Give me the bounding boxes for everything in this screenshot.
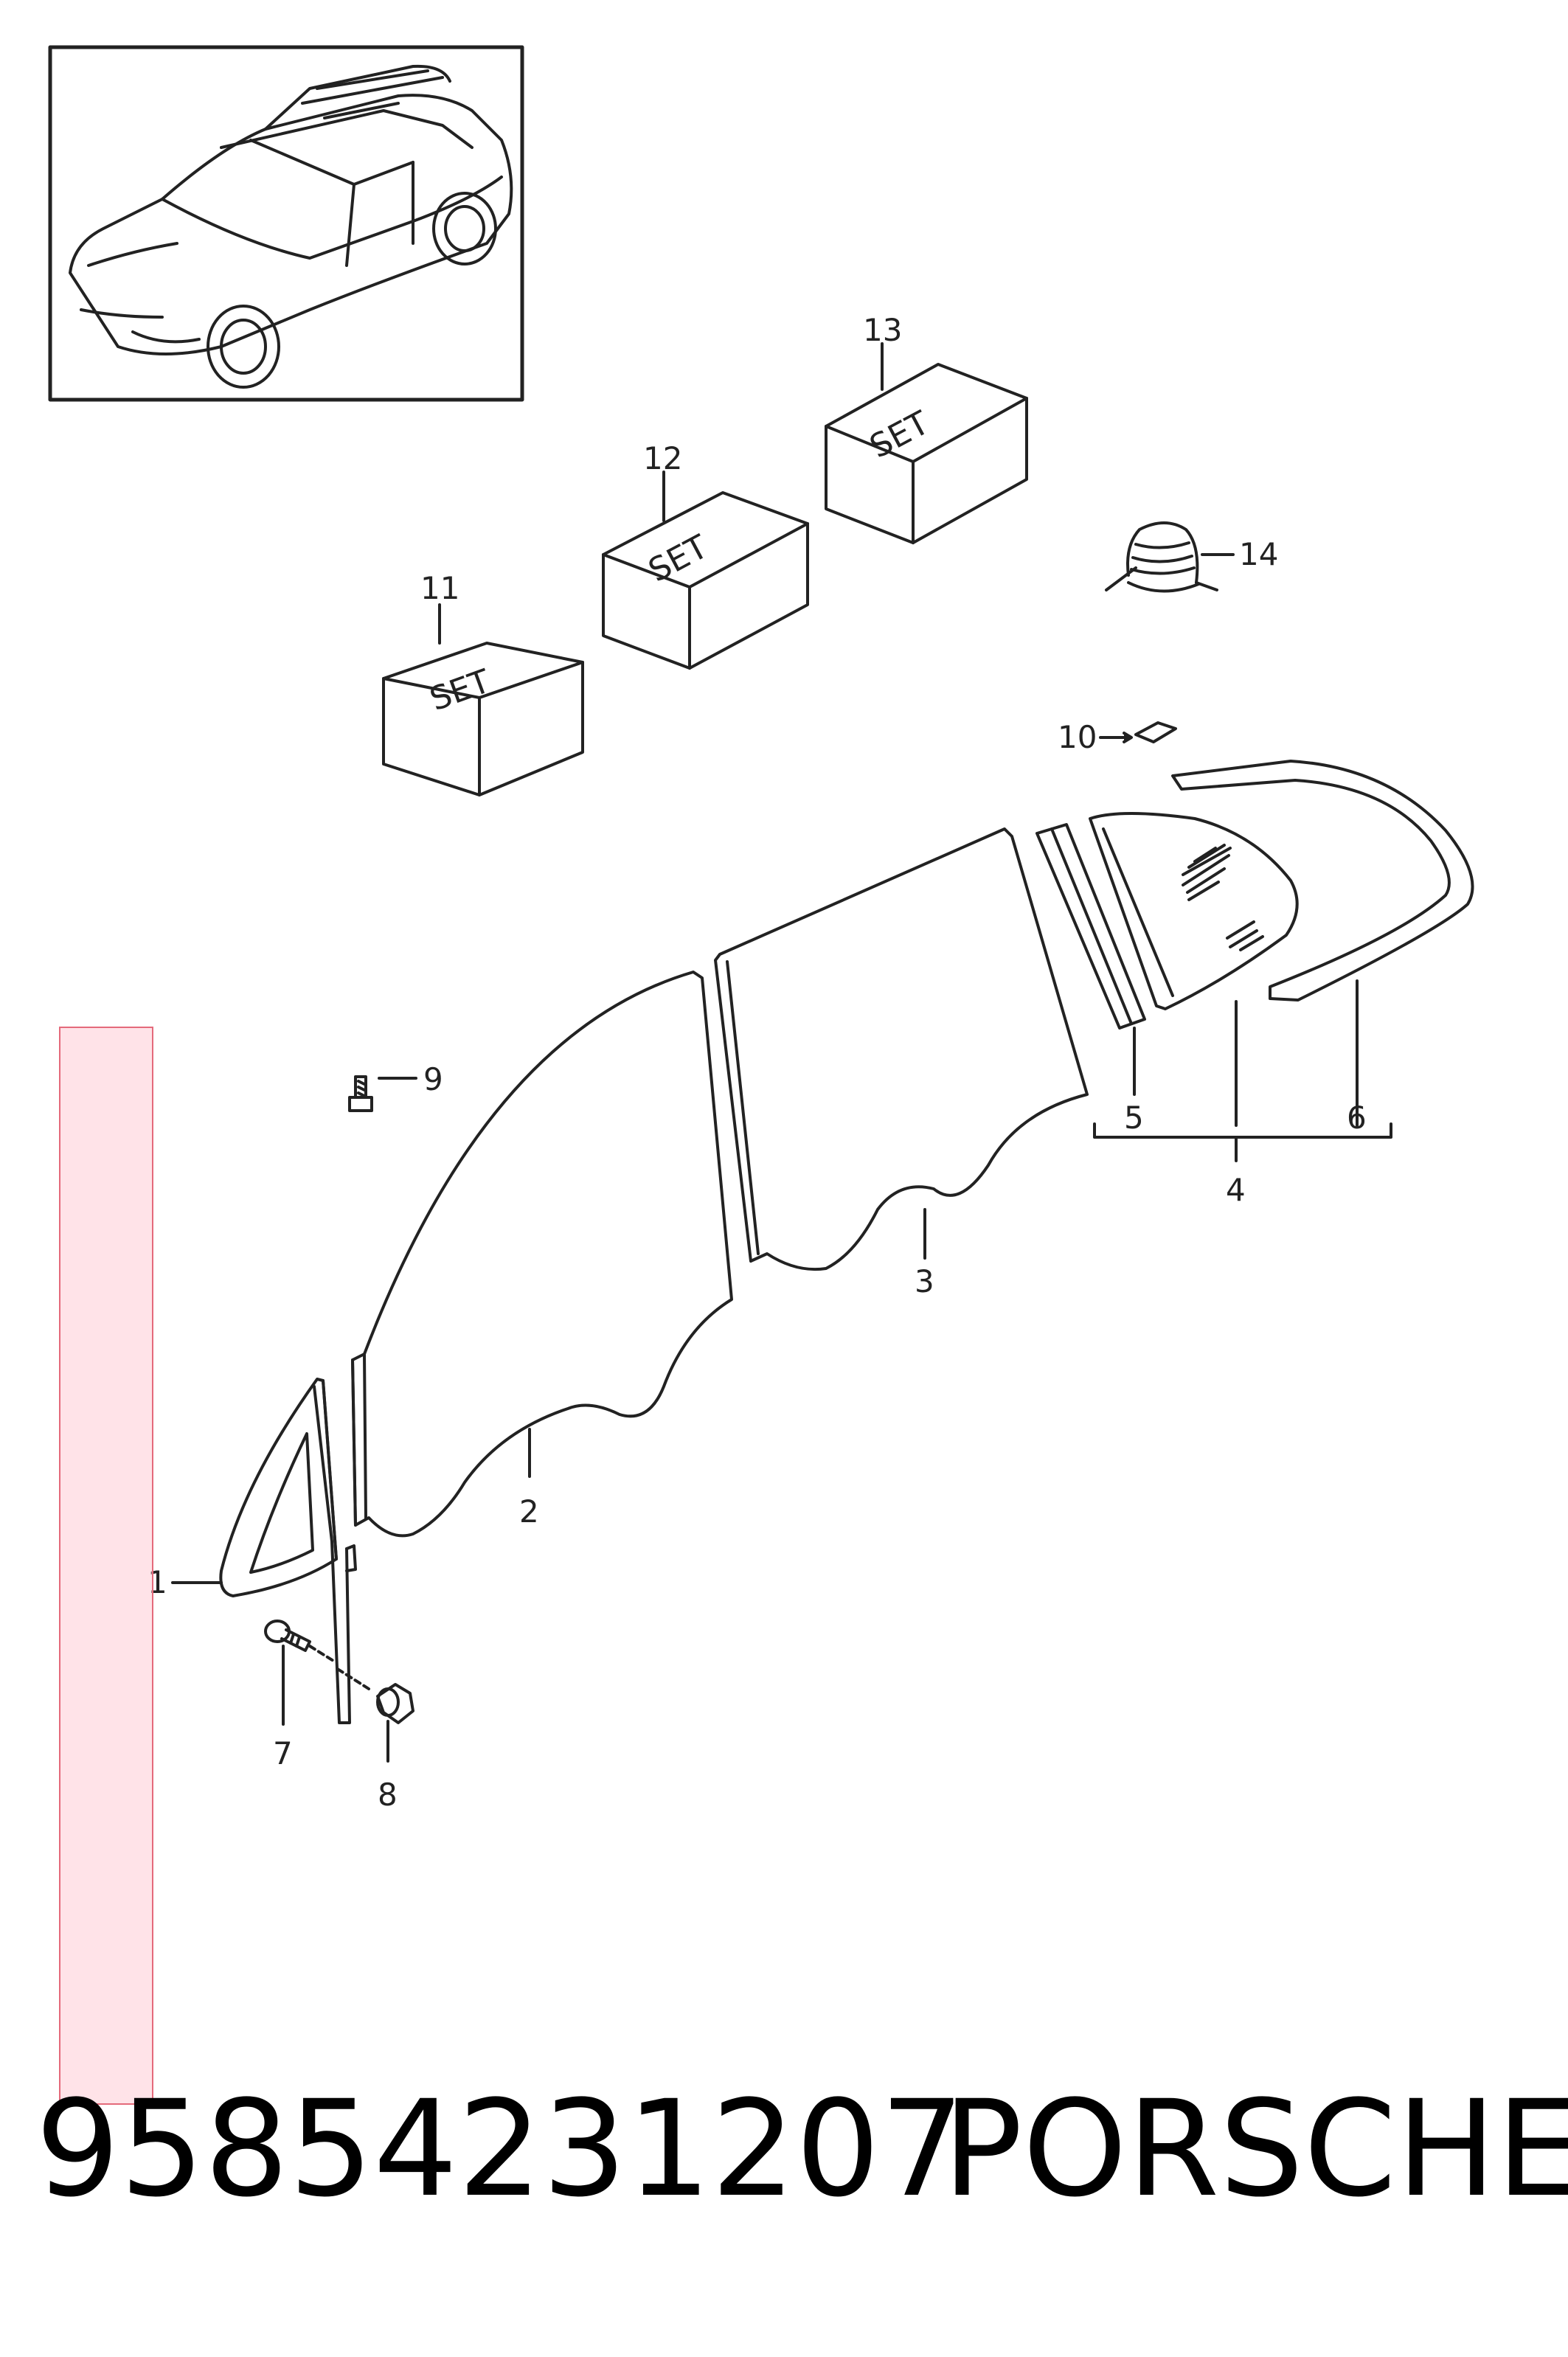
door-glass-part-3 — [714, 827, 1089, 1271]
door-glass-part-2 — [351, 971, 733, 1538]
brand-name: PORSCHE — [943, 2072, 1568, 2226]
callout-7: 7 — [273, 1735, 293, 1771]
screw-part-7 — [264, 1620, 335, 1726]
part-number: 95854231207 — [35, 2072, 965, 2226]
highlight-marker — [59, 1027, 153, 2105]
callout-10: 10 — [1058, 719, 1097, 755]
trim-strip-part-5 — [1035, 823, 1146, 1096]
nut-part-8 — [335, 1667, 414, 1763]
callout-9: 9 — [423, 1061, 443, 1097]
set-box-12 — [602, 471, 809, 670]
callout-11: 11 — [420, 570, 459, 606]
callout-labels: 1 2 3 4 5 6 7 8 9 10 11 12 13 14 — [148, 312, 1367, 1813]
set-label-11: SET — [425, 662, 495, 718]
vehicle-inset — [48, 45, 524, 402]
quarter-glass-part-4 — [1089, 812, 1299, 1127]
callout-12: 12 — [643, 440, 682, 476]
callout-13: 13 — [863, 312, 902, 348]
callout-5: 5 — [1124, 1100, 1144, 1136]
set-box-13 — [825, 342, 1028, 544]
grommet-part-14 — [1105, 521, 1235, 593]
vent-glass-part-1 — [171, 1378, 357, 1724]
bolt-part-9 — [348, 1075, 417, 1112]
seal-part-6 — [1171, 760, 1474, 1127]
callout-2: 2 — [519, 1493, 539, 1530]
set-box-11 — [382, 603, 584, 796]
clip-part-10 — [1099, 721, 1177, 743]
callout-4: 4 — [1226, 1172, 1246, 1208]
callout-1: 1 — [148, 1564, 167, 1600]
callout-8: 8 — [378, 1777, 398, 1813]
callout-14: 14 — [1239, 536, 1278, 572]
callout-3: 3 — [915, 1263, 934, 1299]
caption: 95854231207 PORSCHE — [35, 2065, 1568, 2235]
callout-6: 6 — [1347, 1100, 1367, 1136]
group-bracket-4 — [1093, 1122, 1392, 1162]
suv-illustration — [69, 64, 513, 389]
